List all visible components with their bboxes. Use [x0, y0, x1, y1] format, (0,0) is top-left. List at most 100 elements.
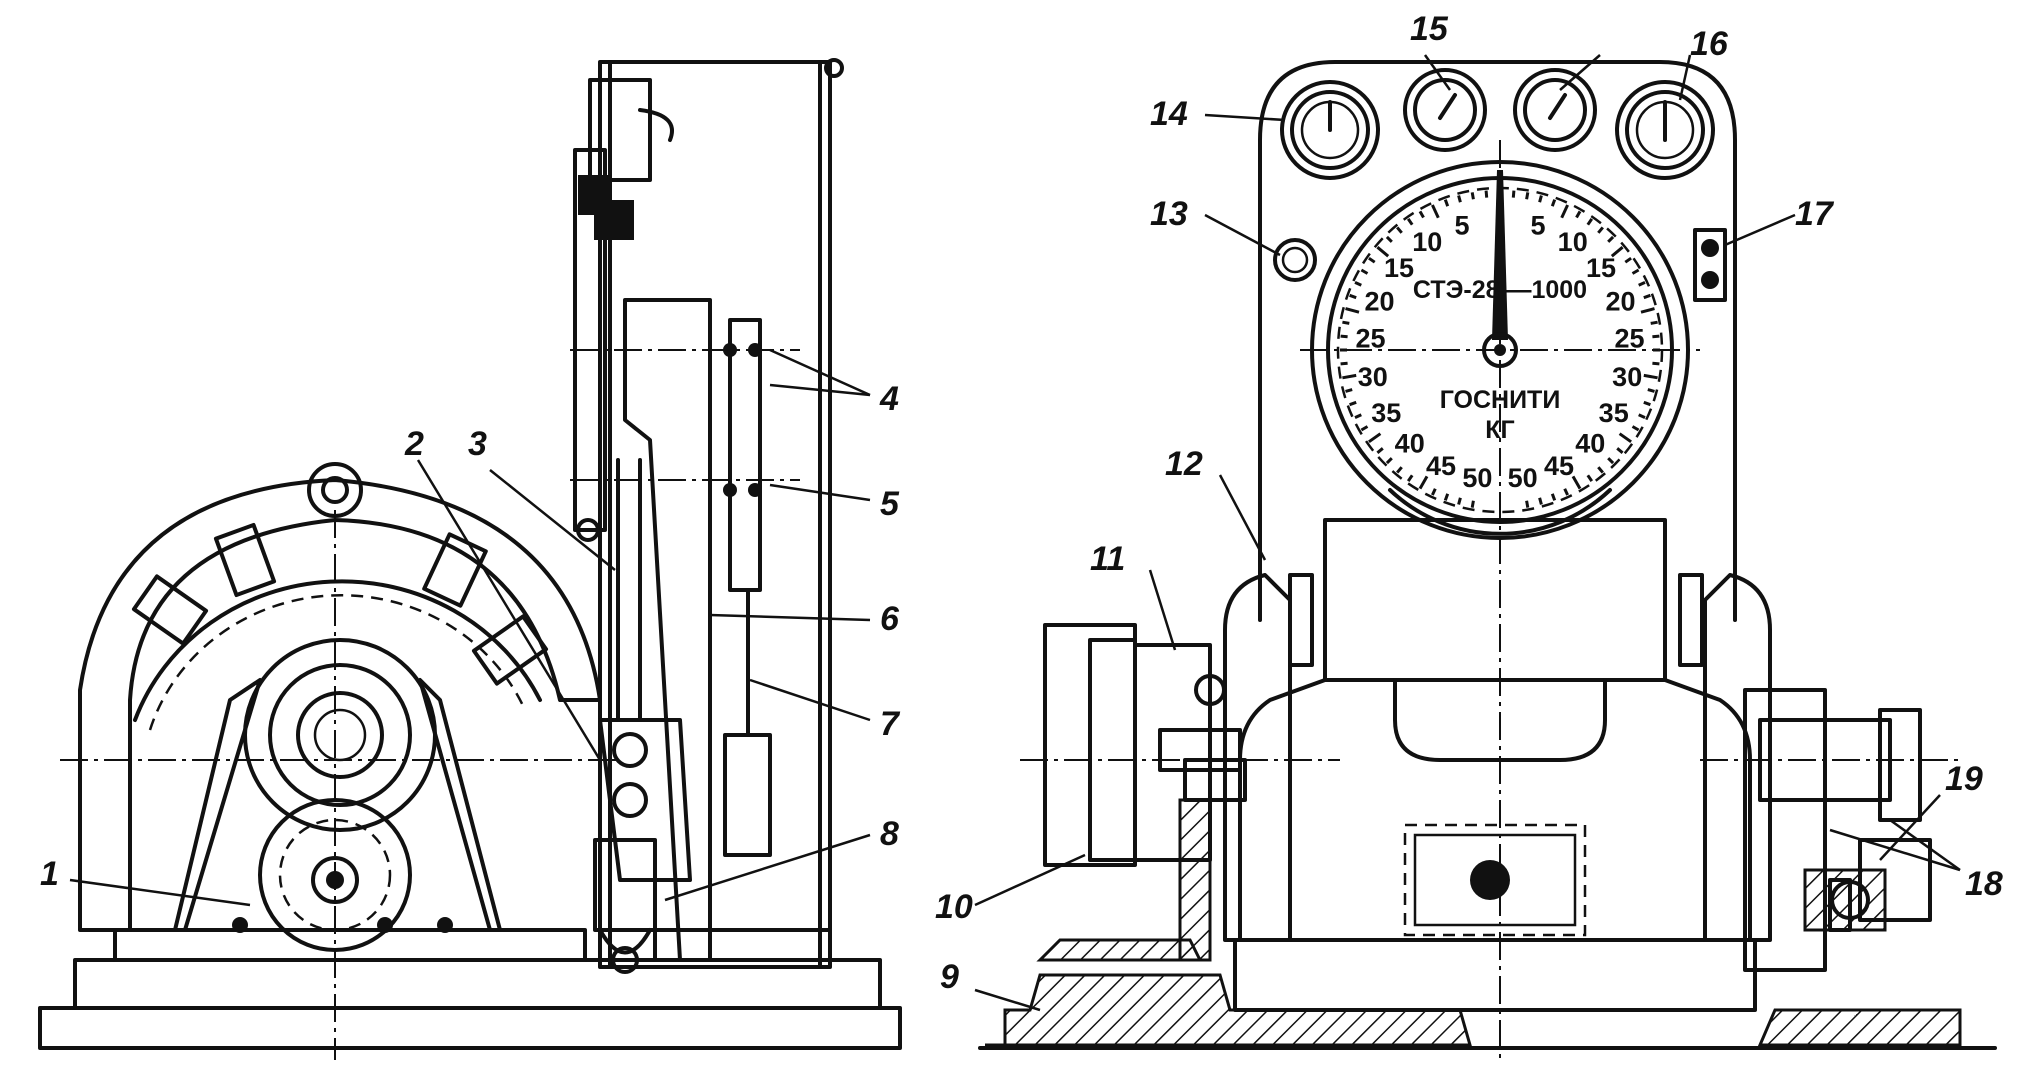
dial-tick-mark — [1575, 210, 1582, 219]
dial-tick-label: 15 — [1384, 253, 1414, 283]
dial-tick-mark — [1560, 204, 1569, 219]
gauge-15b — [1513, 68, 1597, 152]
dial-tick-mark — [1638, 281, 1646, 287]
dial-tick-mark — [1396, 466, 1403, 474]
dial-tick-label: 30 — [1612, 362, 1642, 392]
left-side-view: 1 2 3 4 5 6 7 8 — [38, 58, 902, 1060]
dial-tick-mark — [1616, 447, 1624, 454]
dial-tick-label: 45 — [1544, 451, 1574, 481]
dial-tick-mark — [1586, 474, 1594, 482]
dial-tick-mark — [1643, 293, 1651, 300]
dial-tick-mark — [1607, 235, 1615, 243]
dial-tick-mark — [1638, 413, 1646, 419]
left-gearbox — [1020, 623, 1340, 867]
dial-tick-mark — [1345, 388, 1353, 393]
dial-tick-mark — [1340, 334, 1348, 339]
dial-tick-mark — [1418, 210, 1425, 219]
callout-15: 15 — [1410, 10, 1449, 48]
dial-tick-label: 25 — [1614, 324, 1644, 354]
dial-tick-mark — [1624, 256, 1632, 264]
dial-tick-label: 35 — [1371, 398, 1401, 428]
callout-14: 14 — [1150, 95, 1188, 133]
dial-tick-mark — [1571, 475, 1582, 490]
dial-tick-mark — [1406, 474, 1414, 482]
dial-tick-mark — [1652, 361, 1660, 366]
callout-11: 11 — [1090, 540, 1125, 578]
callout-9: 9 — [940, 958, 959, 996]
right-gearbox — [1700, 688, 1960, 972]
dial-tick-label: 35 — [1599, 398, 1629, 428]
dial-tick-mark — [1457, 497, 1462, 505]
left-base-plate — [38, 928, 902, 1050]
dial-tick-mark — [1643, 373, 1658, 380]
dial-tick-mark — [1376, 246, 1390, 258]
dial-tick-mark — [1418, 475, 1429, 490]
dial-tick-mark — [1538, 195, 1543, 203]
dial-tick-mark — [1345, 307, 1360, 314]
dial-tick-label: 15 — [1586, 253, 1616, 283]
dial-tick-label: 5 — [1454, 211, 1469, 241]
instrument-frame — [598, 58, 844, 969]
dial-tick-mark — [1525, 500, 1530, 508]
lamp-13 — [1273, 238, 1317, 282]
dial-tick-label: 10 — [1558, 227, 1588, 257]
dial-tick-mark — [1354, 281, 1362, 287]
dial-tick-mark — [1470, 500, 1475, 508]
gauge-16 — [1615, 80, 1715, 180]
dial-model-label: СТЭ-28 —1000 — [1413, 276, 1587, 304]
callout-18: 18 — [1965, 865, 2003, 903]
callout-2: 2 — [404, 425, 424, 463]
callout-19: 19 — [1945, 760, 1983, 798]
dial-brand-label: ГОСНИТИ — [1440, 386, 1561, 414]
dial-tick-label: 5 — [1530, 211, 1545, 241]
dial-tick-mark — [1385, 235, 1393, 243]
callout-16: 16 — [1690, 25, 1729, 63]
dial-tick-mark — [1354, 413, 1362, 419]
dial-tick-mark — [1652, 334, 1660, 339]
dial-unit-label: КГ — [1485, 416, 1514, 444]
callout-12: 12 — [1165, 445, 1203, 483]
callout-3: 3 — [468, 425, 487, 463]
dial-tick-label: 25 — [1355, 324, 1385, 354]
electric-motor — [78, 462, 602, 952]
dial-tick-mark — [1511, 190, 1516, 198]
dial-tick-mark — [1607, 457, 1615, 465]
dial-tick-mark — [1563, 488, 1569, 496]
dial-tick-mark — [1406, 218, 1414, 226]
lever-mechanism — [570, 298, 800, 974]
dial-tick-mark — [1396, 226, 1403, 234]
dial-tick-mark — [1360, 425, 1369, 432]
dial-tick-mark — [1443, 493, 1450, 501]
dial-tick-mark — [1457, 195, 1462, 203]
dial-tick-label: 40 — [1395, 429, 1425, 459]
main-dial: СТЭ-28 —1000 ГОСНИТИ КГ 5101520253035404… — [1300, 140, 1700, 1060]
dial-tick-mark — [1643, 400, 1651, 407]
dial-tick-mark — [1431, 488, 1437, 496]
dial-tick-mark — [1631, 268, 1640, 275]
dial-tick-label: 20 — [1605, 286, 1635, 316]
dial-tick-mark — [1640, 307, 1655, 314]
dial-tick-mark — [1342, 320, 1350, 325]
dial-tick-mark — [1340, 361, 1348, 366]
dial-tick-mark — [1597, 466, 1604, 474]
dial-tick-mark — [1376, 447, 1384, 454]
dial-tick-label: 10 — [1412, 227, 1442, 257]
dial-tick-mark — [1342, 373, 1357, 380]
switch-17 — [1693, 228, 1727, 302]
dial-tick-mark — [1597, 226, 1604, 234]
callout-10: 10 — [935, 888, 973, 926]
dial-tick-mark — [1368, 432, 1382, 444]
dial-tick-label: 45 — [1426, 451, 1456, 481]
dial-tick-mark — [1647, 388, 1655, 393]
dial-tick-mark — [1586, 218, 1594, 226]
dial-tick-mark — [1443, 199, 1450, 207]
dial-tick-label: 50 — [1462, 463, 1492, 493]
dial-tick-label: 30 — [1358, 362, 1388, 392]
dial-tick-mark — [1484, 190, 1489, 198]
callout-6: 6 — [880, 600, 900, 638]
dial-tick-mark — [1550, 199, 1557, 207]
right-base-section — [978, 798, 1997, 1050]
dial-tick-mark — [1618, 432, 1632, 444]
